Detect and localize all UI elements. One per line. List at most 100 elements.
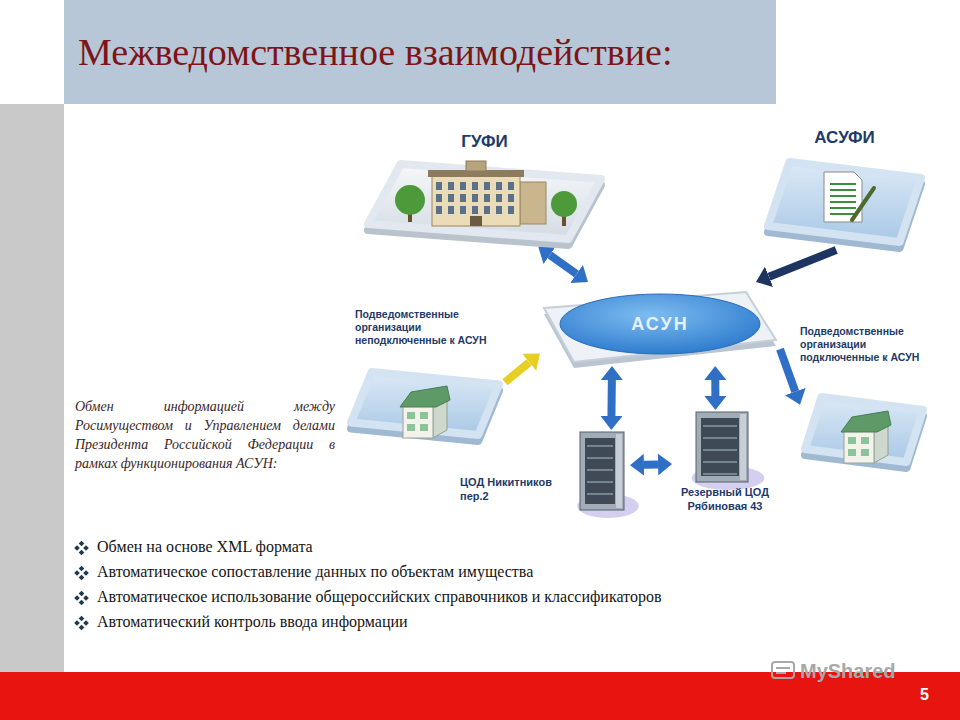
platform xyxy=(805,397,923,462)
building-window xyxy=(436,182,442,190)
server-shelf xyxy=(703,425,737,427)
node-text: ЦОД Никитников пер.2 xyxy=(460,476,572,504)
building-window xyxy=(508,182,514,190)
house-window xyxy=(848,449,856,456)
server-shelf xyxy=(703,473,737,475)
building-window xyxy=(484,194,490,202)
building-window xyxy=(472,206,478,214)
connector-arrow xyxy=(780,349,795,391)
building-window xyxy=(508,206,514,214)
server-shelf xyxy=(587,493,613,495)
building-window xyxy=(460,206,466,214)
watermark-icon xyxy=(772,662,794,678)
node-illustration xyxy=(460,430,630,518)
document-line xyxy=(830,183,856,185)
building-side xyxy=(520,182,546,224)
house-window xyxy=(407,424,415,431)
document-line xyxy=(830,189,856,191)
bullet-symbol xyxy=(74,591,89,606)
document-line xyxy=(830,201,856,203)
server-shelf xyxy=(587,445,613,447)
house-roof xyxy=(400,386,450,407)
house-window xyxy=(420,412,428,419)
server-shelf xyxy=(587,481,613,483)
building-window xyxy=(436,206,442,214)
slide-title: Межведомственное взаимодействие: xyxy=(64,0,776,104)
bullet-text: Автоматическое сопоставление данных по о… xyxy=(97,563,533,581)
building-window xyxy=(508,194,514,202)
building-window xyxy=(460,182,466,190)
tree-crown xyxy=(395,185,425,215)
node-text: АСУН xyxy=(631,314,689,335)
document-line xyxy=(830,207,856,209)
node-text: АСУФИ xyxy=(762,128,927,148)
building-window xyxy=(472,194,478,202)
bullet-symbol xyxy=(74,616,89,631)
building-window xyxy=(448,182,454,190)
building-window xyxy=(496,182,502,190)
asun-node: АСУН xyxy=(540,282,780,366)
house-window xyxy=(407,412,415,419)
node-text: Подведомственные организации неподключен… xyxy=(355,308,495,347)
server-shelf xyxy=(703,437,737,439)
connector-arrow xyxy=(550,255,577,274)
bullet-text: Обмен на основе XML формата xyxy=(97,538,313,556)
house-roof xyxy=(841,411,891,432)
node-text: Резервный ЦОД Рябиновая 43 xyxy=(672,486,778,514)
server-cabinet xyxy=(696,412,748,482)
house-window xyxy=(848,437,856,444)
node-text: ГУФИ xyxy=(362,132,607,152)
connector-arrow xyxy=(769,250,836,277)
building-window xyxy=(496,206,502,214)
server-cabinet xyxy=(580,432,624,510)
platform xyxy=(368,164,601,239)
building-facade xyxy=(432,176,520,226)
datacenter-node: Резервный ЦОД Рябиновая 43 xyxy=(672,410,778,518)
server-shelf xyxy=(587,457,613,459)
house-front xyxy=(403,406,433,438)
connector-arrow xyxy=(644,460,658,468)
building-window xyxy=(460,194,466,202)
org-node: Подведомственные организации неподключен… xyxy=(345,308,505,443)
connector-arrow xyxy=(505,362,529,382)
building-window xyxy=(436,194,442,202)
house-front xyxy=(844,431,874,463)
title-band xyxy=(64,0,776,104)
building-tower xyxy=(466,161,486,171)
org-node: Подведомственные организации подключенны… xyxy=(800,325,928,470)
server-front xyxy=(701,418,739,476)
document-line xyxy=(830,195,856,197)
connector-arrow xyxy=(607,380,615,416)
platform xyxy=(351,372,499,435)
bullet-symbol xyxy=(74,566,89,581)
datacenter-node: ЦОД Никитников пер.2 xyxy=(460,430,630,518)
server-front xyxy=(585,438,615,504)
document-line xyxy=(830,213,856,215)
server-side xyxy=(616,434,622,508)
bullet-text: Автоматический контроль ввода информации xyxy=(97,613,408,631)
tree-crown xyxy=(551,191,577,217)
platform xyxy=(768,162,921,242)
server-shelf xyxy=(703,449,737,451)
house-window xyxy=(861,449,869,456)
building-window xyxy=(496,194,502,202)
note-text: Обмен информацией между Росимуществом и … xyxy=(75,398,335,474)
connector-arrow xyxy=(711,380,719,396)
asun-ellipse xyxy=(560,294,760,354)
gufi-node: ГУФИ xyxy=(362,132,607,247)
page-number: 5 xyxy=(920,686,929,704)
server-shelf xyxy=(587,469,613,471)
server-shelf xyxy=(703,461,737,463)
side-bar xyxy=(0,104,64,672)
building-door xyxy=(470,216,482,226)
building-window xyxy=(448,206,454,214)
building-window xyxy=(484,182,490,190)
asufi-node: АСУФИ xyxy=(762,128,927,250)
house-window xyxy=(861,437,869,444)
building-window xyxy=(448,194,454,202)
bullet-symbol xyxy=(74,541,89,556)
server-side xyxy=(740,414,746,480)
building-window xyxy=(484,206,490,214)
building-window xyxy=(472,182,478,190)
